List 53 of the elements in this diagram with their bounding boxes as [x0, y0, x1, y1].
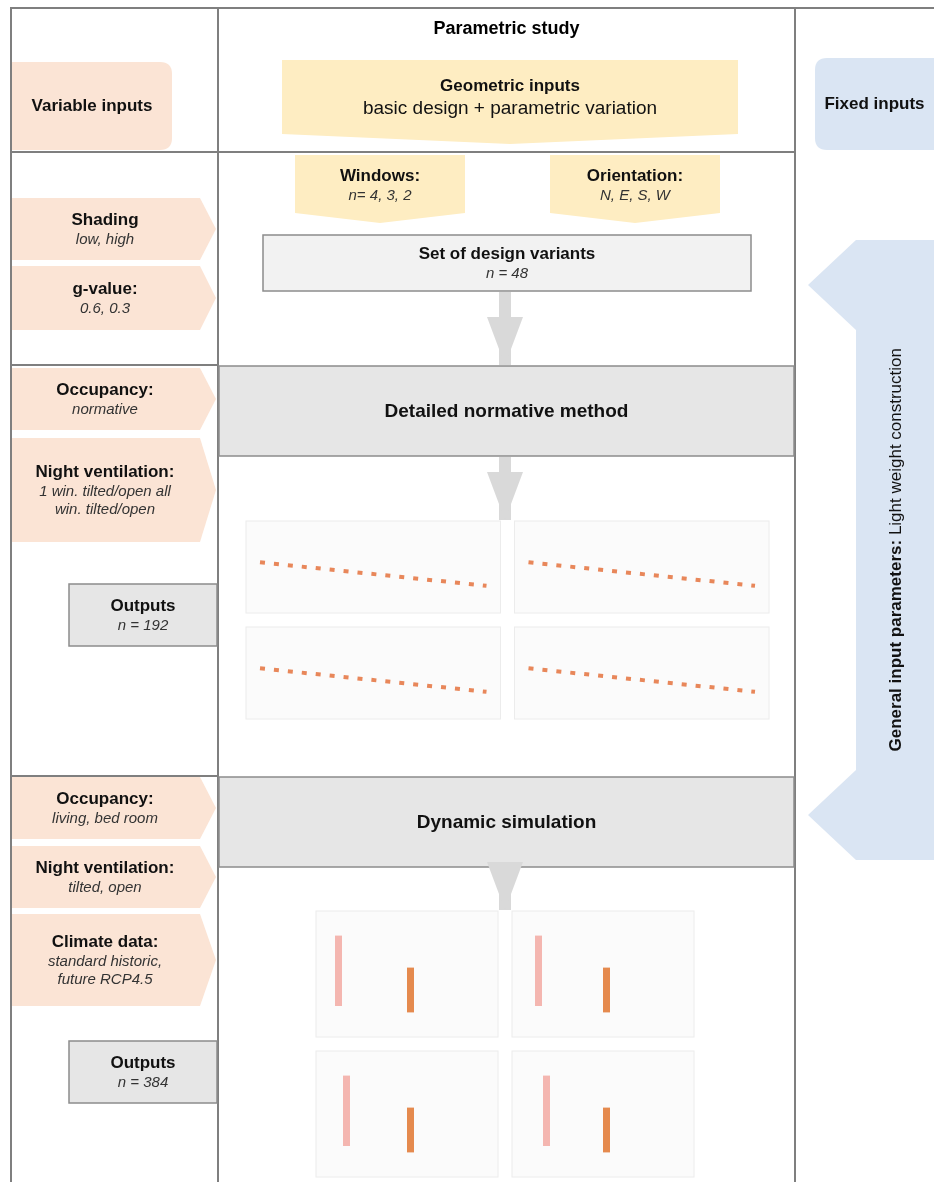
node-title: Fixed inputs	[824, 93, 925, 115]
output-box	[68, 583, 218, 647]
input-tag	[12, 438, 216, 542]
node-title: Night ventilation:	[35, 461, 175, 483]
arrow	[487, 457, 523, 520]
node-title: Set of design variants	[418, 243, 596, 265]
node-detail: standard historic, future RCP4.5	[46, 952, 164, 989]
node-title: Night ventilation:	[35, 857, 175, 879]
node-detail: basic design + parametric variation	[362, 96, 658, 120]
node-title: g-value:	[72, 278, 138, 300]
parameter-banner	[808, 240, 934, 860]
input-tag	[12, 198, 216, 260]
node-detail: 0.6, 0.3	[79, 299, 130, 318]
node-title: Windows:	[339, 165, 421, 187]
input-tab	[12, 62, 172, 150]
node-title: Detailed normative method	[384, 399, 629, 423]
node-detail: tilted, open	[68, 878, 142, 897]
node-title: Outputs	[110, 595, 176, 617]
node-detail: n = 48	[485, 264, 529, 283]
node-detail: low, high	[75, 230, 135, 249]
input-tag	[12, 914, 216, 1006]
node-detail: N, E, S, W	[600, 186, 670, 205]
input-tab	[815, 58, 934, 150]
arrow	[487, 862, 523, 910]
arrow	[487, 292, 523, 365]
node-title: Occupancy:	[56, 379, 154, 401]
node-title: Climate data:	[51, 931, 159, 953]
node-title: Variable inputs	[31, 95, 153, 117]
method-band	[218, 776, 795, 868]
node-detail: 1 win. tilted/open all win. tilted/open	[38, 482, 172, 519]
method-band	[218, 365, 795, 457]
process-box	[262, 234, 752, 292]
node-title: Outputs	[110, 1052, 176, 1074]
input-banner	[282, 60, 738, 144]
input-tag	[12, 368, 216, 430]
node-title: Dynamic simulation	[416, 810, 597, 834]
input-tag	[12, 777, 216, 839]
node-detail: n = 192	[117, 616, 169, 635]
node-detail: normative	[72, 400, 138, 419]
column-heading: Parametric study	[432, 18, 581, 39]
node-detail: living, bed room	[52, 809, 158, 828]
node-title: Shading	[71, 209, 139, 231]
node-detail: n= 4, 3, 2	[348, 186, 412, 205]
input-tag	[12, 846, 216, 908]
input-banner	[550, 155, 720, 223]
output-box	[68, 1040, 218, 1104]
input-tag	[12, 266, 216, 330]
node-title: Occupancy:	[56, 788, 154, 810]
input-banner	[295, 155, 465, 223]
node-title: Orientation:	[586, 165, 684, 187]
node-title: Geometric inputs	[440, 76, 580, 97]
node-title: General input parameters: Light weight construction	[885, 348, 906, 752]
node-detail: n = 384	[117, 1073, 169, 1092]
